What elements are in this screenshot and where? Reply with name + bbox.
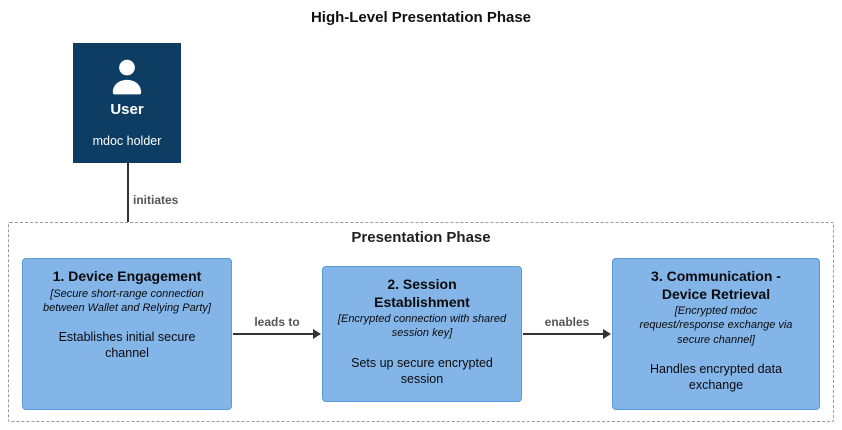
node-description: Sets up secure encrypted session: [351, 355, 493, 386]
edge-initiates-line: [127, 163, 129, 251]
node-description: Establishes initial secure channel: [58, 330, 196, 361]
edge-enables-line: [523, 333, 604, 335]
node-detail: [Secure short-range connection between W…: [43, 287, 211, 314]
arrowhead-right-icon: [603, 329, 611, 339]
node-detail: [Encrypted connection with shared sessio…: [337, 313, 507, 340]
actor-subtitle: mdoc holder: [92, 134, 162, 148]
node-title: 2. Session Establishment: [374, 276, 470, 310]
actor-name: User: [110, 101, 144, 118]
diagram-title: High-Level Presentation Phase: [310, 9, 532, 26]
person-icon: [104, 53, 150, 99]
node-communication-device-retrieval: 3. Communication - Device Retrieval [Enc…: [612, 258, 820, 410]
node-session-establishment: 2. Session Establishment [Encrypted conn…: [322, 266, 522, 402]
edge-initiates-label: initiates: [131, 193, 181, 207]
edge-leads-to-line: [233, 333, 314, 335]
edge-enables-label: enables: [522, 315, 612, 329]
arrowhead-right-icon: [313, 329, 321, 339]
actor-user-node: User mdoc holder: [73, 43, 181, 163]
node-title: 3. Communication - Device Retrieval: [651, 268, 781, 302]
node-detail: [Encrypted mdoc request/response exchang…: [639, 305, 793, 346]
edge-leads-to-label: leads to: [232, 315, 322, 329]
node-description: Handles encrypted data exchange: [649, 361, 783, 393]
node-device-engagement: 1. Device Engagement [Secure short-range…: [22, 258, 232, 410]
node-title: 1. Device Engagement: [52, 268, 202, 284]
presentation-phase-label: Presentation Phase: [351, 229, 491, 246]
